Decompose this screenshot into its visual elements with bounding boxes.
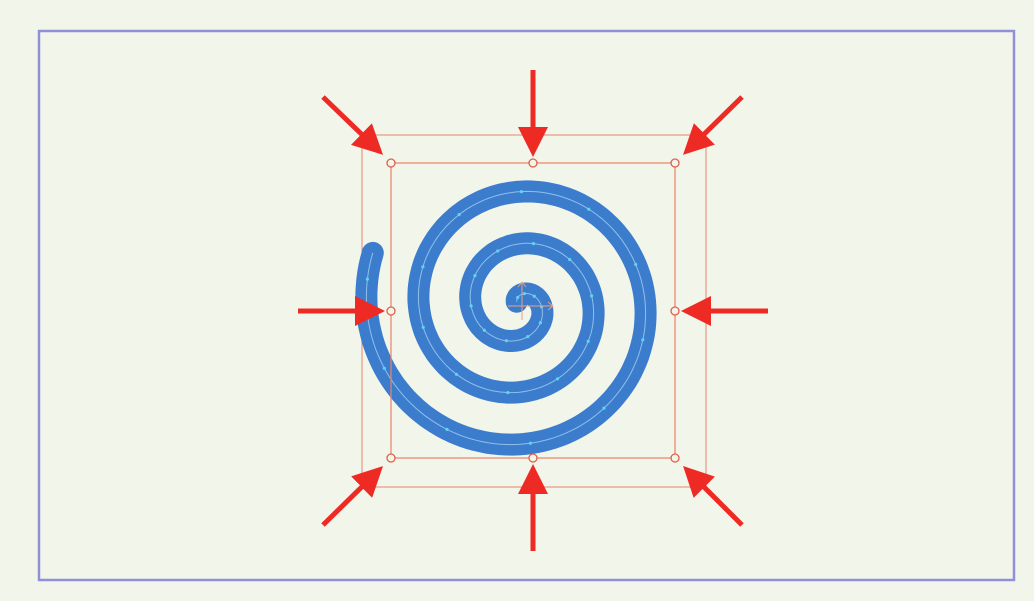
spiral-anchor-point xyxy=(516,296,519,299)
spiral-anchor-point xyxy=(483,329,486,332)
resize-handle-bottom-left[interactable] xyxy=(387,454,395,462)
spiral-anchor-point xyxy=(383,367,386,370)
spiral-anchor-point xyxy=(532,242,535,245)
spiral-anchor-point xyxy=(641,338,644,341)
spiral-anchor-point xyxy=(473,274,476,277)
resize-handle-bottom[interactable] xyxy=(529,454,537,462)
spiral-anchor-point xyxy=(533,295,536,298)
spiral-anchor-point xyxy=(422,326,425,329)
resize-handle-top[interactable] xyxy=(529,159,537,167)
spiral-anchor-point xyxy=(506,391,509,394)
spiral-anchor-point xyxy=(568,258,571,261)
arrow-to-top-right-handle xyxy=(688,97,742,150)
resize-handle-bottom-right[interactable] xyxy=(671,454,679,462)
arrow-to-top-left-handle xyxy=(323,97,378,150)
resize-handle-top-right[interactable] xyxy=(671,159,679,167)
spiral-anchor-point xyxy=(634,263,637,266)
spiral-anchor-point xyxy=(455,373,458,376)
spiral-anchor-point xyxy=(505,339,508,342)
spiral-anchor-point xyxy=(520,190,523,193)
spiral-anchor-point xyxy=(523,292,526,295)
spiral-anchor-point xyxy=(526,335,529,338)
spiral-anchor-point xyxy=(496,249,499,252)
spiral-anchor-point xyxy=(590,294,593,297)
resize-handle-right[interactable] xyxy=(671,307,679,315)
spiral-anchor-point xyxy=(556,377,559,380)
spiral-anchor-point xyxy=(539,321,542,324)
resize-handle-left[interactable] xyxy=(387,307,395,315)
spiral-anchor-point xyxy=(458,213,461,216)
spiral-anchor-point xyxy=(529,442,532,445)
spiral-anchor-point xyxy=(366,278,369,281)
spiral-anchor-point xyxy=(421,265,424,268)
spiral-anchor-point xyxy=(445,428,448,431)
spiral-anchor-point xyxy=(587,208,590,211)
resize-handle-top-left[interactable] xyxy=(387,159,395,167)
spiral-anchor-point xyxy=(470,304,473,307)
spiral-anchor-point xyxy=(587,340,590,343)
arrow-to-bottom-left-handle xyxy=(323,471,378,525)
spiral-anchor-point xyxy=(602,407,605,410)
arrow-to-bottom-right-handle xyxy=(688,471,742,525)
